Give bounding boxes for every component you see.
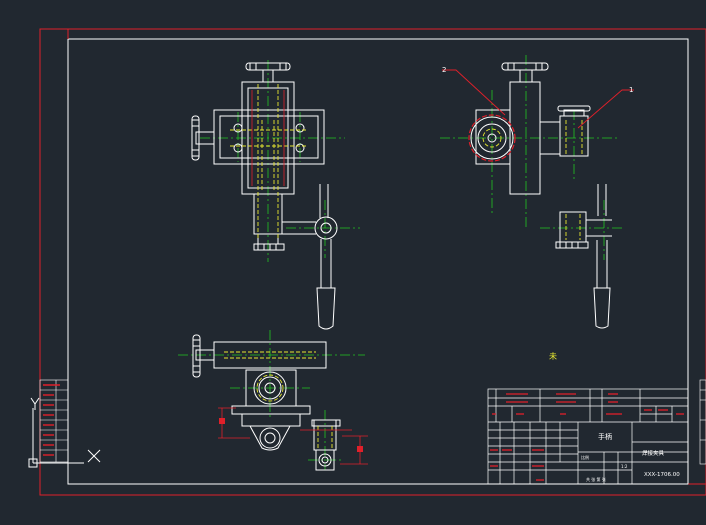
plan-view[interactable] [178, 330, 368, 471]
title-scale-value: 1:2 [621, 464, 628, 469]
right-margin-table [699, 379, 706, 465]
callout-2: 2 [442, 66, 446, 74]
title-sheet-label: 共 张 第 张 [586, 476, 606, 482]
title-product-name: 焊接夹具 [642, 449, 665, 457]
title-scale-label: 比例 [581, 454, 589, 460]
ucs-axes-icon [28, 397, 84, 468]
drawing-frame [39, 28, 706, 496]
title-part-name: 手柄 [598, 432, 612, 441]
note-mark: 未 [549, 351, 557, 361]
title-block[interactable] [487, 388, 689, 485]
title-drawing-no: XXX-1706.00 [644, 472, 680, 478]
x-cross-icon [87, 449, 101, 463]
callout-1: 1 [629, 86, 633, 94]
front-view[interactable] [191, 60, 360, 330]
margin-table [39, 379, 69, 463]
side-view[interactable] [440, 55, 634, 329]
